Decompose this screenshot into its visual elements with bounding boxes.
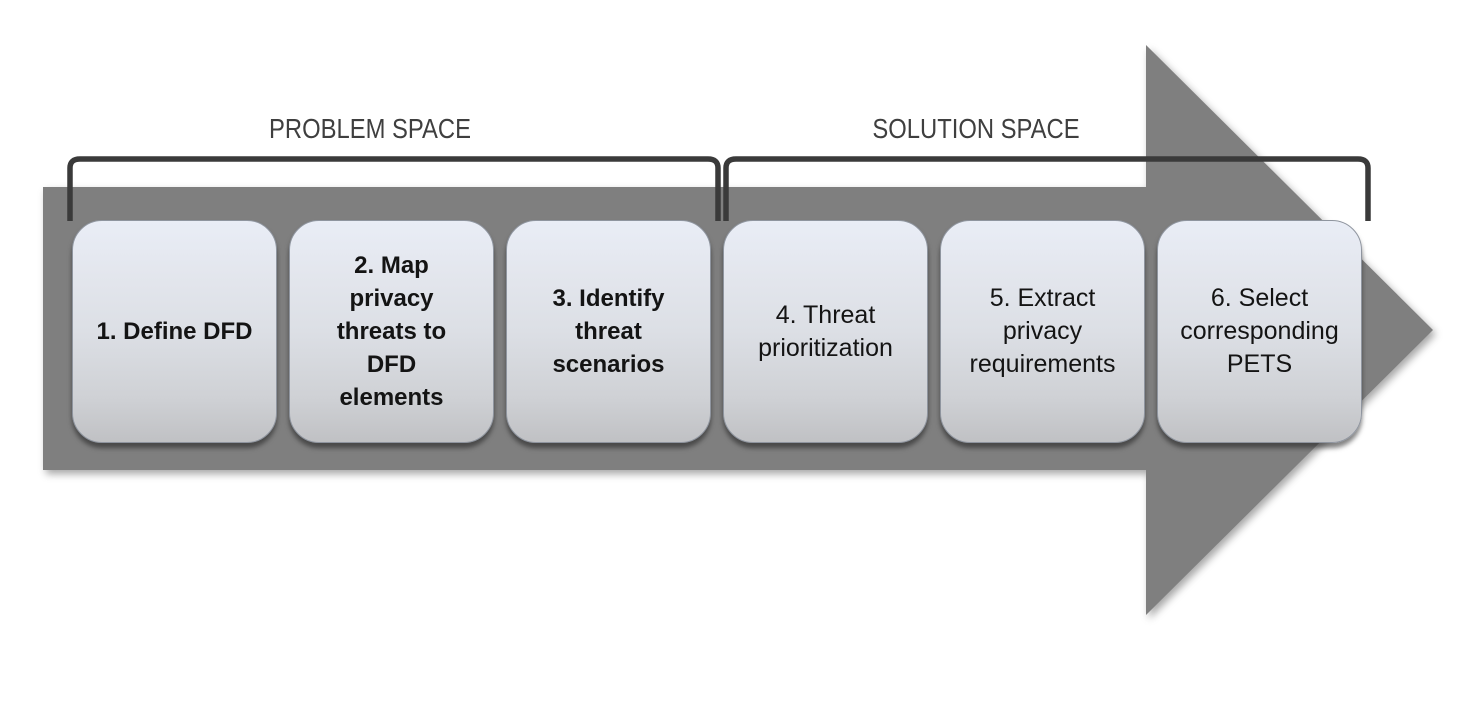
step-label-4: 4. Threat prioritization	[758, 300, 893, 362]
solution-space-label: SOLUTION SPACE	[872, 113, 1080, 144]
step-label-6: 6. Select corresponding PETS	[1180, 284, 1339, 378]
step-label-5: 5. Extract privacy requirements	[969, 284, 1116, 378]
step-label-2: 2. Map privacy threats to DFD elements	[336, 252, 447, 411]
step-box-3: 3. Identify threat scenarios	[506, 220, 711, 443]
step-box-5: 5. Extract privacy requirements	[940, 220, 1145, 443]
step-box-6: 6. Select corresponding PETS	[1157, 220, 1362, 443]
step-box-4: 4. Threat prioritization	[723, 220, 928, 443]
step-box-1: 1. Define DFD	[72, 220, 277, 443]
step-label-1: 1. Define DFD	[96, 318, 253, 345]
step-label-3: 3. Identify threat scenarios	[552, 285, 665, 378]
problem-space-bracket	[67, 156, 721, 221]
solution-space-bracket	[723, 156, 1371, 221]
step-box-2: 2. Map privacy threats to DFD elements	[289, 220, 494, 443]
problem-space-label: PROBLEM SPACE	[269, 113, 471, 144]
